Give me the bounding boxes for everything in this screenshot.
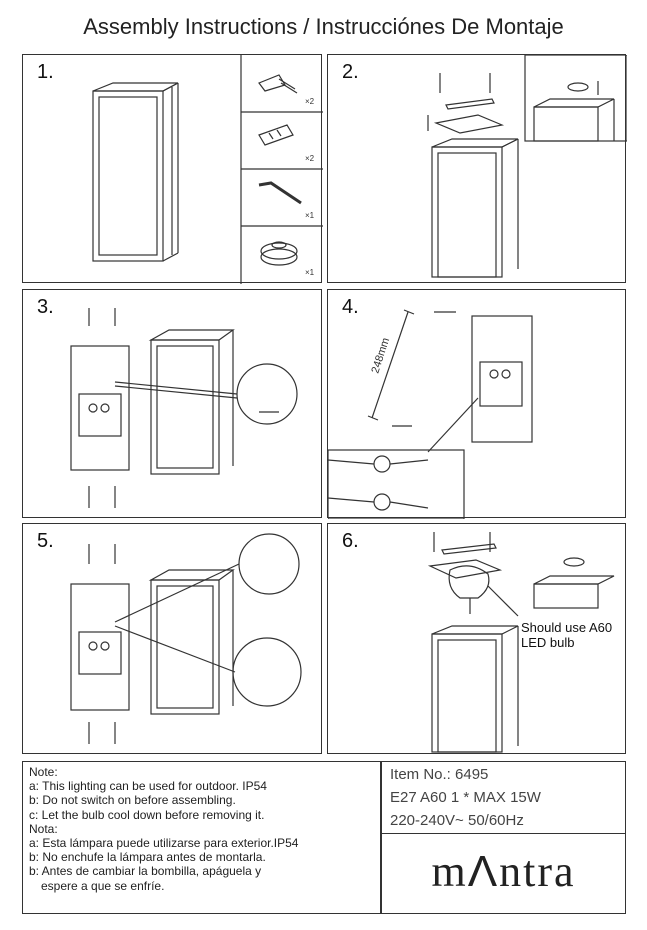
note-es-a: a: Esta lámpara puede utilizarse para ex… — [29, 836, 299, 851]
note-es-c-cont: espere a que se enfríe. — [41, 878, 165, 893]
bulb-callout: Should use A60 LED bulb — [521, 620, 612, 650]
note-es-b: b: No enchufe la lámpara antes de montar… — [29, 850, 266, 865]
step-3-number: 3. — [37, 296, 54, 318]
note-en-b: b: Do not switch on before assembling. — [29, 793, 236, 808]
bulb-callout-line1: Should use A60 — [521, 620, 613, 635]
note-es-c: b: Antes de cambiar la bombilla, apáguel… — [29, 864, 262, 879]
note-en-c: c: Let the bulb cool down before removin… — [29, 807, 265, 822]
notes-box: Note: a: This lighting can be used for o… — [22, 761, 381, 914]
note-en-a: a: This lighting can be used for outdoor… — [29, 779, 267, 794]
step-6-panel: 6. Should use A60 LED bulb — [327, 523, 626, 754]
notes-heading-en: Note: — [29, 765, 58, 779]
product-info-box: Item No.: 6495 E27 A60 1 * MAX 15W 220-2… — [381, 761, 626, 914]
step-2-number: 2. — [342, 61, 359, 83]
step-1-number: 1. — [37, 61, 54, 83]
step-2-panel: 2. — [327, 54, 627, 283]
step-3-panel: 3. — [22, 289, 322, 518]
step-1-panel: 1. — [22, 54, 323, 284]
step-2-illustration — [427, 55, 627, 278]
step-5-panel: 5. — [22, 523, 322, 754]
step-3-illustration — [70, 308, 298, 508]
step-6-illustration — [427, 532, 615, 753]
page-title: Assembly Instructions / Instrucciónes De… — [83, 14, 564, 39]
item-number: Item No.: 6495 — [390, 766, 489, 783]
notes-heading-es: Nota: — [29, 821, 58, 836]
voltage-spec: 220-240V~ 50/60Hz — [390, 812, 524, 829]
bulb-callout-line2: LED bulb — [521, 635, 575, 650]
product-divider — [382, 833, 625, 834]
step-5-number: 5. — [37, 530, 54, 552]
step-4-panel: 4. 248mm — [327, 289, 626, 519]
bulb-spec: E27 A60 1 * MAX 15W — [390, 789, 541, 806]
step-5-illustration — [70, 533, 302, 744]
brand-logo: mΛntra — [431, 847, 576, 896]
step-6-number: 6. — [342, 530, 359, 552]
step-4-number: 4. — [342, 296, 359, 318]
step-1-illustration — [92, 55, 323, 284]
step-4-illustration: 248mm — [328, 309, 533, 519]
